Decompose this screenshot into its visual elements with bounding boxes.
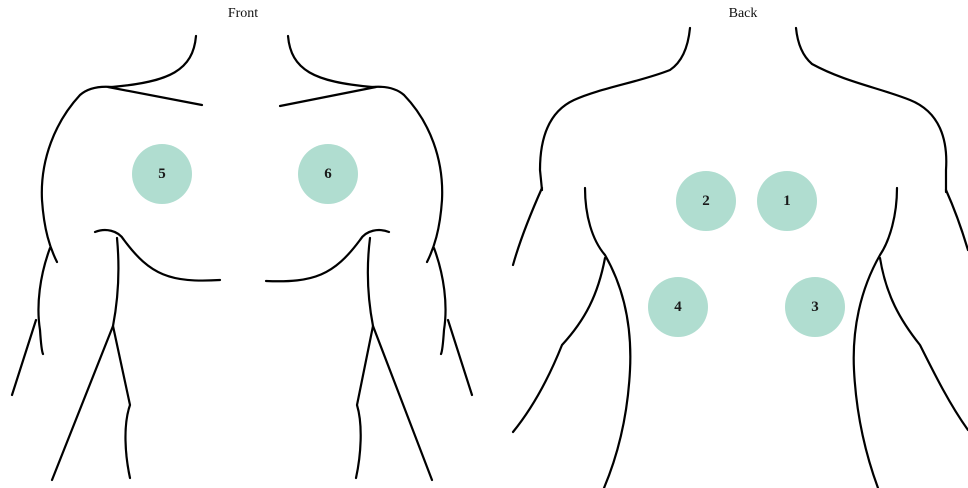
back-spots: 2 1 4 3 xyxy=(648,171,845,337)
front-body-outline xyxy=(12,36,472,480)
spot-6: 6 xyxy=(298,144,358,204)
spot-1-label: 1 xyxy=(783,193,791,209)
spot-6-label: 6 xyxy=(324,166,332,182)
front-spots: 5 6 xyxy=(132,144,358,204)
spot-4: 4 xyxy=(648,277,708,337)
spot-5-label: 5 xyxy=(158,166,166,182)
spot-2-label: 2 xyxy=(702,193,710,209)
spot-4-label: 4 xyxy=(674,299,682,315)
spot-1: 1 xyxy=(757,171,817,231)
spot-5: 5 xyxy=(132,144,192,204)
spot-3-label: 3 xyxy=(811,299,819,315)
spot-2: 2 xyxy=(676,171,736,231)
spot-3: 3 xyxy=(785,277,845,337)
back-body-outline xyxy=(513,28,968,488)
